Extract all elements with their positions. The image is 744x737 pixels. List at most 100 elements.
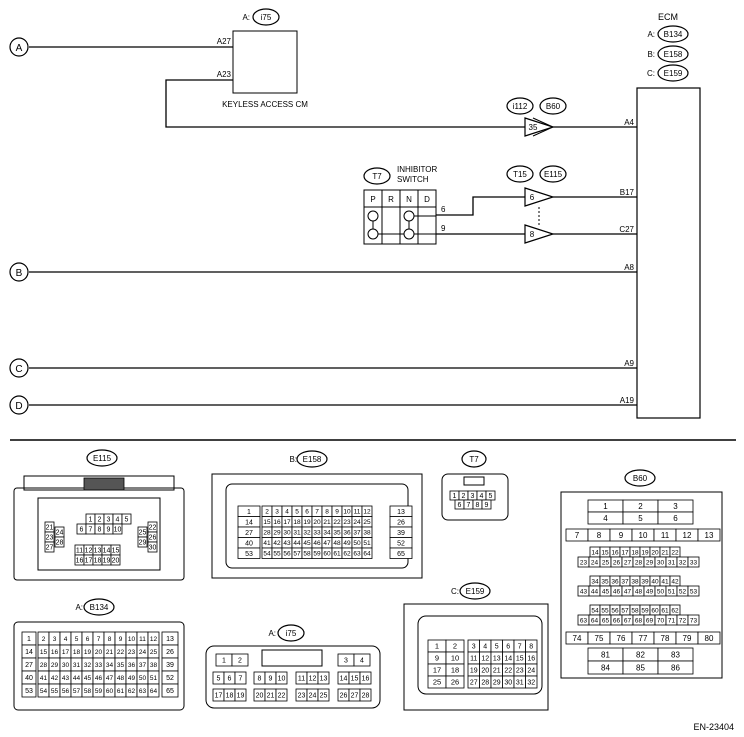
t7-code: T7 — [469, 455, 479, 464]
e115-pin-cell — [110, 554, 121, 566]
i75-pin: 8 — [258, 676, 262, 683]
i75-pin-cell — [353, 653, 371, 667]
b134-pin: 40 — [25, 675, 33, 682]
b60-pin: 45 — [602, 588, 610, 595]
b60-pin: 77 — [639, 634, 648, 643]
b134-pin: 54 — [40, 688, 48, 695]
b60-pin: 36 — [611, 578, 619, 585]
b60-pin: 53 — [690, 588, 698, 595]
b134-pin: 58 — [84, 688, 92, 695]
b60-pin: 73 — [690, 617, 698, 624]
wire-keyless-a23 — [165, 79, 525, 128]
e115-pin: 4 — [116, 517, 120, 524]
b60-pin: 38 — [631, 578, 639, 585]
b60-pin: 65 — [602, 617, 610, 624]
b134-pin: 15 — [40, 649, 48, 656]
i75-pin: 19 — [237, 693, 245, 700]
e115-pin: 2 — [98, 517, 102, 524]
e115-pin: 20 — [112, 558, 120, 565]
b60-pin: 27 — [624, 559, 632, 566]
b60-pin: 35 — [601, 578, 609, 585]
joint-pin-35: 35 — [529, 123, 538, 132]
b134-pin: 3 — [53, 636, 57, 643]
i75-pin: 4 — [360, 658, 364, 665]
e115-pin-cell — [44, 541, 55, 553]
e159-pin: 19 — [470, 668, 478, 675]
b134-pin: 34 — [106, 662, 114, 669]
e115-pin: 29 — [139, 540, 147, 547]
i75-pin: 16 — [362, 676, 370, 683]
e159-pin-cell — [445, 675, 465, 689]
b60-pin: 14 — [591, 549, 599, 556]
t7-pin: 8 — [476, 502, 480, 509]
e158-pin: 16 — [273, 519, 281, 526]
t7-pin: 9 — [485, 502, 489, 509]
pos-p: P — [370, 195, 375, 204]
b60-pin: 7 — [575, 531, 580, 540]
wire-inhibitor-6 — [436, 196, 525, 216]
wires — [29, 46, 637, 406]
i75-pin-cell — [359, 688, 372, 702]
b60-pin: 9 — [619, 531, 624, 540]
b60-code: B60 — [633, 474, 648, 483]
ecm-ref-c-letter: C: — [647, 69, 655, 78]
i75-pin: 22 — [278, 693, 286, 700]
b134-pin: 12 — [150, 636, 158, 643]
document-id: EN-23404 — [693, 722, 734, 732]
b134-pin: 57 — [73, 688, 81, 695]
e115-pin: 28 — [56, 540, 64, 547]
i75-pin: 18 — [226, 693, 234, 700]
e115-pin: 5 — [125, 517, 129, 524]
b134-pin: 42 — [51, 675, 59, 682]
b134-pin: 48 — [117, 675, 125, 682]
b60-pin-cell — [687, 556, 700, 568]
e159-pin: 10 — [451, 654, 459, 663]
joint-code-e115: E115 — [544, 170, 563, 179]
b134-pin: 23 — [128, 649, 136, 656]
e158-pin: 7 — [315, 509, 319, 516]
b60-pin: 72 — [679, 617, 687, 624]
e158-pin-cell — [237, 547, 261, 559]
ecm-ref-b-letter: B: — [647, 50, 655, 59]
i75-pin-cell — [231, 653, 249, 667]
i75-pin: 21 — [267, 693, 275, 700]
b60-pin: 71 — [668, 617, 676, 624]
i75-pin: 7 — [239, 676, 243, 683]
e159-pin: 1 — [435, 642, 439, 651]
t7-pin: 6 — [458, 502, 462, 509]
e115-pin-cell — [147, 541, 158, 553]
e158-pin: 17 — [283, 519, 291, 526]
b60-pin: 41 — [661, 578, 669, 585]
i75-pin: 5 — [217, 676, 221, 683]
b134-pin: 16 — [51, 649, 59, 656]
e158-pin: 30 — [283, 530, 291, 537]
e158-pin: 42 — [273, 540, 281, 547]
e115-pin: 7 — [89, 527, 93, 534]
connector-a: A — [16, 43, 23, 54]
e159-pin: 2 — [453, 642, 457, 651]
b60-pin: 76 — [617, 634, 626, 643]
e159-pin: 3 — [472, 644, 476, 651]
b134-pin: 6 — [86, 636, 90, 643]
b60-pin: 78 — [661, 634, 670, 643]
e158-pin: 3 — [275, 509, 279, 516]
b60-pin-cell — [697, 631, 721, 645]
b134-pin: 13 — [166, 636, 174, 643]
b134-pin: 18 — [73, 649, 81, 656]
b134-pin: 53 — [25, 688, 33, 695]
e158-pin: 8 — [325, 509, 329, 516]
i75-pin: 13 — [320, 676, 328, 683]
b134-pin: 52 — [166, 675, 174, 682]
e115-pin: 16 — [76, 558, 84, 565]
b60-pin: 16 — [611, 549, 619, 556]
b134-pin: 11 — [139, 636, 146, 643]
e158-pin: 51 — [363, 540, 371, 547]
b60-pin: 75 — [595, 634, 604, 643]
e158-pin: 1 — [247, 509, 251, 516]
